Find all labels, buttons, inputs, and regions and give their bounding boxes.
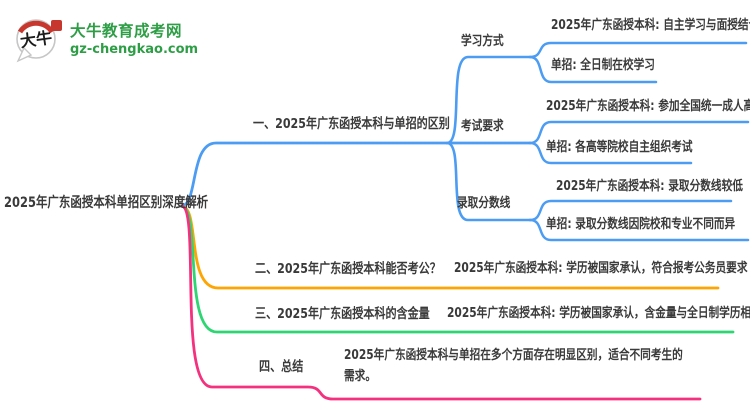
- branch3-topic: 三、2025年广东函授本科的含金量: [255, 306, 430, 322]
- leaf-summary: 2025年广东函授本科与单招在多个方面存在明显区别，适合不同考生的需求。: [344, 348, 683, 384]
- site-url: gz-chengkao.com: [70, 42, 199, 57]
- logo-badge-text: 大牛: [19, 28, 53, 51]
- branch1-topic: 一、2025年广东函授本科与单招的区别: [253, 116, 450, 132]
- branch4-topic: 四、总结: [259, 359, 304, 375]
- leaf-score-danzhao: 单招: 录取分数线因院校和专业不同而异: [546, 217, 736, 232]
- site-logo: 大牛 大牛教育成考网 gz-chengkao.com: [10, 11, 198, 65]
- subtopic-exam-requirement: 考试要求: [461, 119, 504, 134]
- root-topic: 2025年广东函授本科单招区别深度解析: [4, 195, 209, 211]
- leaf-score-hanshou: 2025年广东函授本科: 录取分数线较低: [556, 179, 743, 194]
- study-leaf1-connector: [528, 41, 748, 59]
- leaf-value: 2025年广东函授本科: 学历被国家承认，含金量与全日制学历相当: [447, 306, 750, 321]
- subtopic-study-method: 学习方式: [461, 34, 504, 49]
- logo-bull-icon: 大牛: [16, 19, 62, 63]
- leaf-exam-hanshou: 2025年广东函授本科: 参加全国统一成人高考: [546, 99, 750, 114]
- branch2-topic: 二、2025年广东函授本科能否考公？: [255, 261, 441, 277]
- leaf-study-danzhao: 单招: 全日制在校学习: [551, 58, 655, 73]
- subtopic-admission-score: 录取分数线: [457, 196, 511, 211]
- speech-bubble-tail: [16, 46, 33, 63]
- logo-seal: [51, 20, 62, 31]
- logo-red-arc: [17, 20, 55, 34]
- leaf-civil-service: 2025年广东函授本科: 学历被国家承认，符合报考公务员要求: [454, 261, 748, 276]
- leaf-study-hanshou: 2025年广东函授本科: 自主学习与面授结合: [551, 18, 750, 33]
- leaf-exam-danzhao: 单招: 各高等院校自主组织考试: [546, 140, 693, 155]
- site-name: 大牛教育成考网: [70, 22, 183, 40]
